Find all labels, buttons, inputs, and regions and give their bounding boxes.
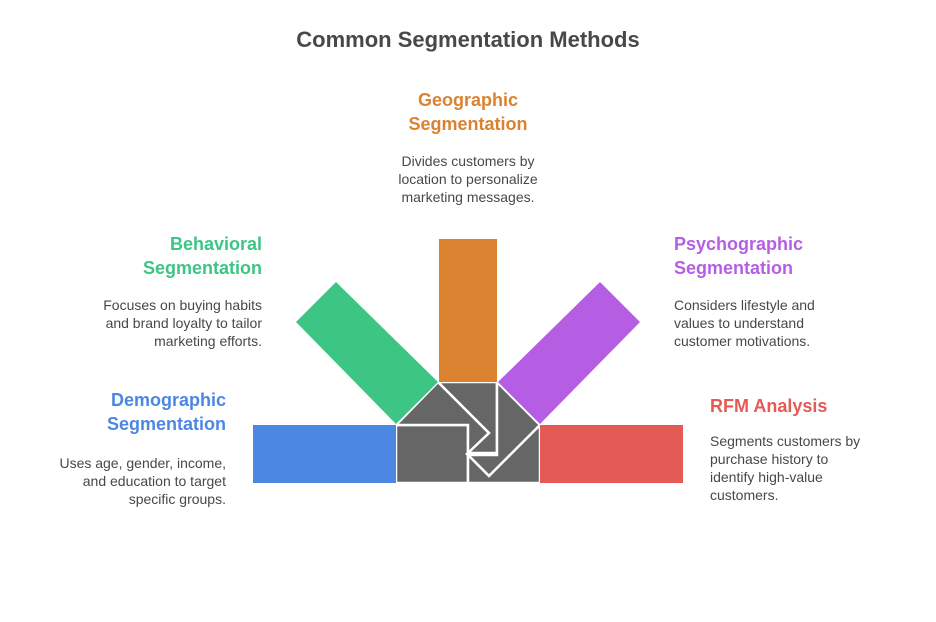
demographic-block: Demographic Segmentation Uses age, gende… bbox=[26, 388, 226, 508]
psychographic-bar bbox=[498, 282, 640, 424]
rfm-desc-line2: purchase history to bbox=[710, 451, 829, 467]
demographic-title: Demographic Segmentation bbox=[26, 388, 226, 436]
hub-piece-bottom-left bbox=[394, 423, 470, 485]
geographic-desc-line1: Divides customers by bbox=[401, 153, 535, 169]
rfm-bar bbox=[540, 425, 683, 483]
demographic-description: Uses age, gender, income, and education … bbox=[26, 454, 226, 508]
behavioral-block: Behavioral Segmentation Focuses on buyin… bbox=[62, 232, 262, 350]
psychographic-title-line1: Psychographic bbox=[674, 234, 804, 254]
rfm-desc-line3: identify high-value bbox=[710, 469, 823, 485]
demographic-desc-line3: specific groups. bbox=[128, 491, 226, 507]
geographic-desc-line3: marketing messages. bbox=[401, 189, 535, 205]
rfm-title: RFM Analysis bbox=[710, 394, 910, 418]
rfm-desc-line1: Segments customers by bbox=[710, 433, 861, 449]
behavioral-desc-line3: marketing efforts. bbox=[154, 333, 262, 349]
demographic-desc-line2: and education to target bbox=[82, 473, 226, 489]
geographic-title-line1: Geographic bbox=[417, 90, 519, 110]
geographic-description: Divides customers by location to persona… bbox=[318, 152, 618, 206]
psychographic-desc-line2: values to understand bbox=[674, 315, 804, 331]
demographic-title-line1: Demographic bbox=[110, 390, 226, 410]
geographic-title-line2: Segmentation bbox=[408, 114, 528, 134]
demographic-desc-line1: Uses age, gender, income, bbox=[59, 455, 226, 471]
demographic-bar bbox=[253, 425, 396, 483]
demographic-title-line2: Segmentation bbox=[106, 414, 226, 434]
rfm-title-line1: RFM Analysis bbox=[710, 396, 828, 416]
rfm-block: RFM Analysis Segments customers by purch… bbox=[710, 394, 910, 504]
rfm-description: Segments customers by purchase history t… bbox=[710, 432, 910, 504]
psychographic-title-line2: Segmentation bbox=[674, 258, 794, 278]
diagram-title: Common Segmentation Methods bbox=[296, 27, 640, 52]
geographic-bar bbox=[439, 239, 497, 382]
rfm-desc-line4: customers. bbox=[710, 487, 779, 503]
geographic-title: Geographic Segmentation bbox=[318, 88, 618, 136]
behavioral-title-line1: Behavioral bbox=[169, 234, 262, 254]
psychographic-description: Considers lifestyle and values to unders… bbox=[674, 296, 894, 350]
behavioral-description: Focuses on buying habits and brand loyal… bbox=[62, 296, 262, 350]
psychographic-title: Psychographic Segmentation bbox=[674, 232, 894, 280]
behavioral-desc-line2: and brand loyalty to tailor bbox=[105, 315, 262, 331]
geographic-block: Geographic Segmentation Divides customer… bbox=[318, 88, 618, 206]
psychographic-block: Psychographic Segmentation Considers lif… bbox=[674, 232, 894, 350]
behavioral-desc-line1: Focuses on buying habits bbox=[103, 297, 262, 313]
behavioral-bar bbox=[296, 282, 438, 424]
geographic-desc-line2: location to personalize bbox=[398, 171, 538, 187]
behavioral-title: Behavioral Segmentation bbox=[62, 232, 262, 280]
psychographic-desc-line3: customer motivations. bbox=[674, 333, 811, 349]
behavioral-title-line2: Segmentation bbox=[142, 258, 262, 278]
psychographic-desc-line1: Considers lifestyle and bbox=[674, 297, 815, 313]
